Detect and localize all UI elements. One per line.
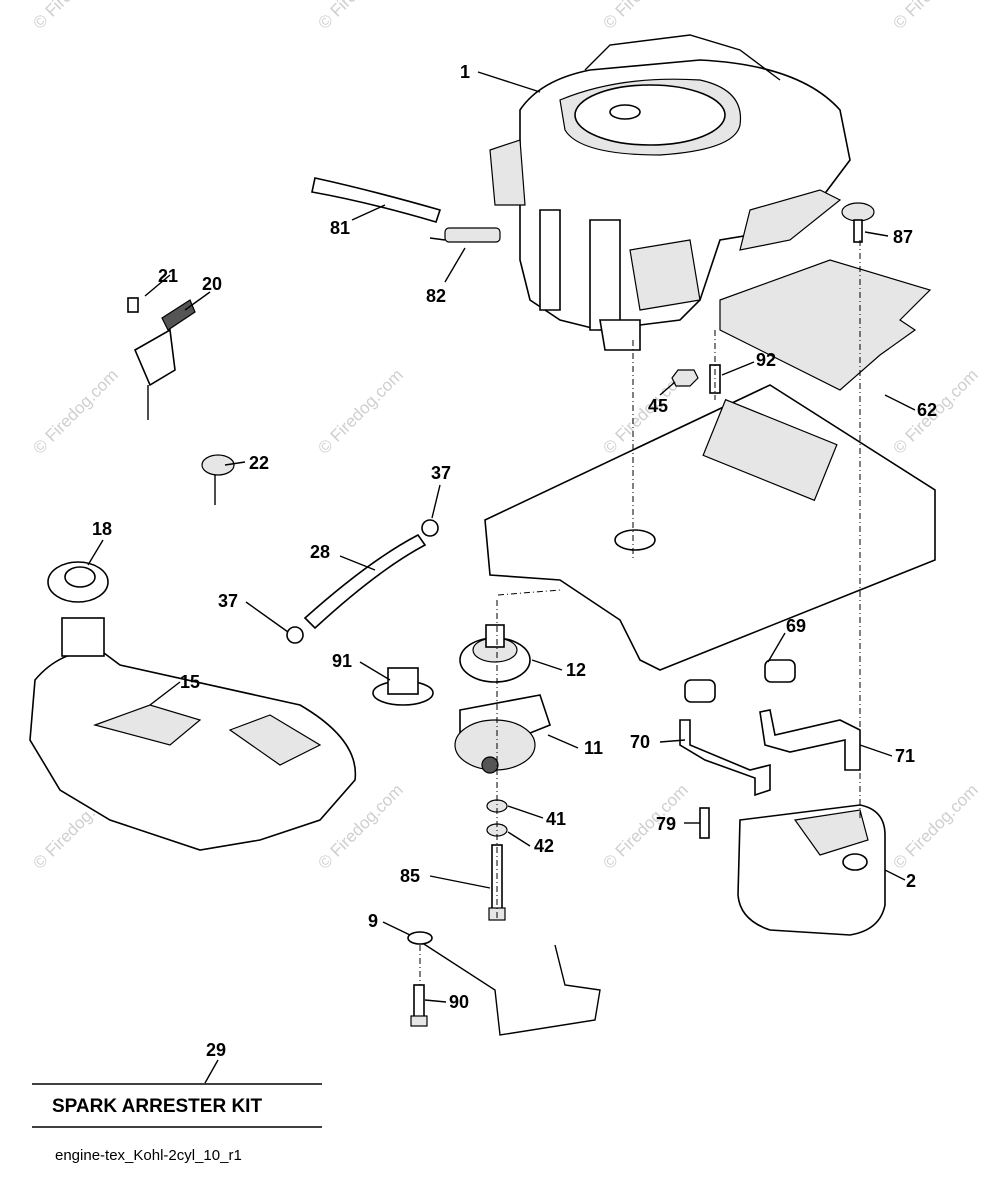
callout-18: 18 — [92, 519, 112, 539]
callout-91: 91 — [332, 651, 352, 671]
watermark: © Firedog.com — [889, 780, 981, 872]
callout-45: 45 — [648, 396, 668, 416]
bolt-87-part — [841, 202, 875, 243]
frame-part — [484, 384, 936, 671]
gasket-part — [764, 659, 796, 683]
watermark: © Firedog.com — [314, 365, 406, 457]
callout-69: 69 — [786, 616, 806, 636]
throttle-control-part — [127, 297, 196, 420]
callout-9: 9 — [368, 911, 378, 931]
callout-15: 15 — [180, 672, 200, 692]
callout-2: 2 — [906, 871, 916, 891]
callout-12: 12 — [566, 660, 586, 680]
callout-85: 85 — [400, 866, 420, 886]
callout-92: 92 — [756, 350, 776, 370]
callout-21: 21 — [158, 266, 178, 286]
watermark: © Firedog.com — [599, 0, 691, 33]
callout-41: 41 — [546, 809, 566, 829]
heat-shield-part — [719, 259, 932, 391]
clutch-part — [454, 694, 551, 774]
callout-11: 11 — [584, 738, 603, 758]
callout-62: 62 — [917, 400, 937, 420]
kit-label-text: SPARK ARRESTER KIT — [52, 1096, 262, 1117]
gasket-part — [684, 679, 716, 703]
fuel-line-28-part — [303, 533, 427, 630]
pulley-part — [459, 624, 531, 683]
callout-22: 22 — [249, 453, 269, 473]
fuel-cap-part — [47, 561, 109, 603]
bracket-9-eye — [407, 931, 433, 945]
callout-37-top: 37 — [431, 463, 451, 483]
callout-20: 20 — [202, 274, 222, 294]
callout-79: 79 — [656, 814, 676, 834]
watermark: © Firedog.com — [889, 0, 981, 33]
bolt-90-part — [410, 984, 428, 1027]
callout-87: 87 — [893, 227, 913, 247]
watermark: © Firedog.com — [599, 780, 691, 872]
callout-28: 28 — [310, 542, 330, 562]
choke-knob-part — [201, 454, 235, 505]
callout-29: 29 — [206, 1040, 226, 1060]
frame-opening — [702, 398, 838, 502]
fuel-filter-part — [429, 227, 501, 243]
engine-part — [489, 34, 851, 351]
callout-labels: 1 81 82 87 21 20 62 92 45 22 37 18 28 37… — [92, 62, 937, 1060]
callout-82: 82 — [426, 286, 446, 306]
diagram-reference: engine-tex_Kohl-2cyl_10_r1 — [55, 1147, 242, 1164]
callout-71: 71 — [895, 746, 915, 766]
fuel-line-part — [311, 177, 442, 223]
exhaust-pipe-70-part — [679, 719, 771, 797]
callout-81: 81 — [330, 218, 350, 238]
fuel-tank-part — [29, 617, 357, 851]
callout-1: 1 — [460, 62, 470, 82]
callout-42: 42 — [534, 836, 554, 856]
watermark: © Firedog.com — [29, 0, 121, 33]
muffler-part — [737, 804, 886, 936]
watermark: © Firedog.com — [314, 0, 406, 33]
callout-37-bottom: 37 — [218, 591, 238, 611]
clamp-37-part — [421, 519, 439, 537]
exhaust-pipe-71-part — [759, 709, 861, 771]
bolt-79-part — [699, 807, 710, 839]
watermark: © Firedog.com — [29, 365, 121, 457]
frame-hole — [614, 529, 656, 551]
bushing-part — [372, 667, 434, 706]
nut-45-part — [671, 369, 699, 387]
clamp-37-part — [286, 626, 304, 644]
bracket-9-part — [409, 934, 601, 1036]
callout-90: 90 — [449, 992, 469, 1012]
center-lines — [419, 240, 861, 985]
callout-70: 70 — [630, 732, 650, 752]
spark-arrester-kit-label: SPARK ARRESTER KIT — [32, 1083, 322, 1128]
leader-lines — [87, 71, 916, 1084]
